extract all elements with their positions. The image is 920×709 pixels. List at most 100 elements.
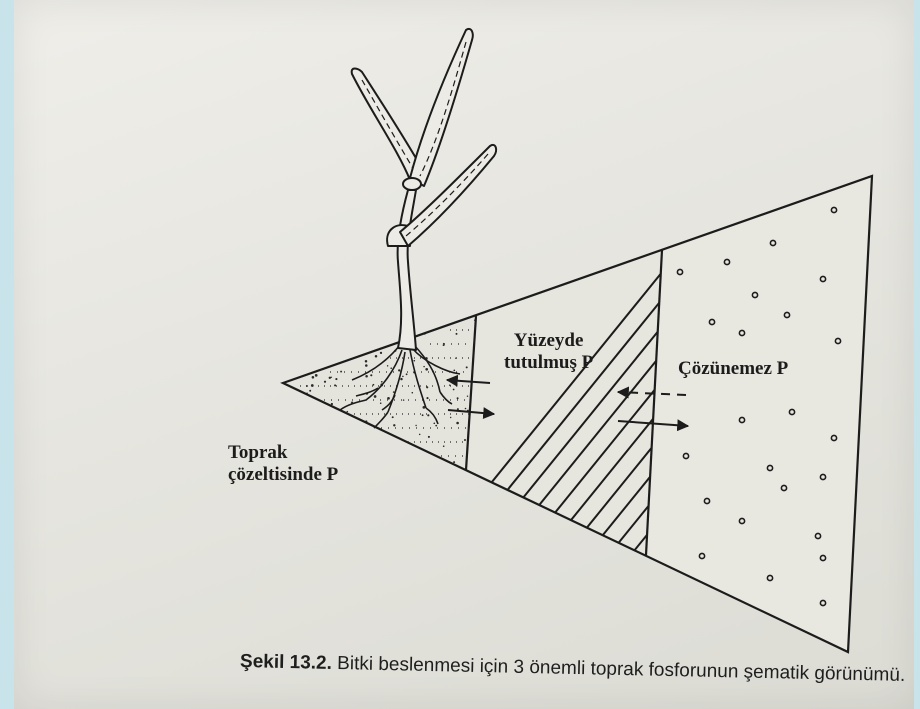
stipple-dot xyxy=(449,416,452,419)
insoluble-particle xyxy=(819,473,827,481)
stipple-dot xyxy=(373,449,376,452)
arrow-to-adsorbed xyxy=(447,407,496,420)
exchange-arrows xyxy=(445,374,690,432)
insoluble-p-label: Çözünemez P xyxy=(678,358,789,379)
stipple-dot xyxy=(393,424,396,427)
stipple-dot xyxy=(312,427,315,431)
stipple-dot xyxy=(442,344,445,347)
stipple-dot xyxy=(350,321,352,323)
stipple-dot xyxy=(427,435,430,438)
hatch-line xyxy=(466,250,662,555)
insoluble-particle xyxy=(780,484,788,492)
stipple-dot xyxy=(412,462,416,466)
insoluble-particle xyxy=(830,434,838,442)
insoluble-particle xyxy=(738,416,746,424)
stipple-dot xyxy=(373,395,377,398)
stipple-dot xyxy=(380,325,383,327)
stipple-dot xyxy=(298,373,301,376)
stipple-dot xyxy=(305,363,308,366)
stipple-dot xyxy=(375,335,379,339)
stipple-dot xyxy=(289,411,292,413)
stipple-dot xyxy=(402,375,404,378)
hatch-line xyxy=(466,250,662,555)
stipple-dot xyxy=(429,327,432,330)
stipple-dot xyxy=(379,402,382,404)
stipple-dot xyxy=(320,437,323,441)
stipple-dot xyxy=(421,414,424,417)
stipple-dot xyxy=(332,429,335,432)
stipple-dot xyxy=(422,406,426,409)
hatch-line xyxy=(466,250,662,555)
insoluble-particle xyxy=(783,311,791,319)
stipple-dot xyxy=(465,366,468,369)
insoluble-particle xyxy=(682,452,690,460)
insoluble-particle xyxy=(834,337,842,345)
insoluble-particle xyxy=(769,239,777,247)
insoluble-particle xyxy=(766,464,774,472)
stipple-dot xyxy=(290,371,293,374)
stipple-dot xyxy=(374,340,377,343)
insoluble-p-region xyxy=(646,176,872,652)
stipple-dot xyxy=(352,351,356,355)
stipple-dot xyxy=(386,365,389,367)
stipple-dot xyxy=(345,321,348,324)
insoluble-particle xyxy=(819,599,827,607)
stipple-dot xyxy=(392,391,395,393)
stipple-dot xyxy=(374,354,378,358)
stipple-dot xyxy=(332,419,335,421)
stipple-dot xyxy=(370,374,373,377)
plant-leaf-top xyxy=(409,28,474,187)
stipple-dot xyxy=(370,328,373,331)
stipple-dot xyxy=(456,397,459,400)
stipple-dot xyxy=(310,367,312,369)
stipple-dot xyxy=(334,353,338,356)
plant-roots xyxy=(339,344,461,429)
stipple-dot xyxy=(400,377,403,381)
insoluble-particle xyxy=(708,318,716,326)
stipple-dot xyxy=(311,376,315,379)
stipple-dot xyxy=(374,448,376,451)
stipple-dot xyxy=(304,327,307,330)
stipple-dot xyxy=(413,359,416,362)
stipple-dot xyxy=(433,422,436,425)
stipple-dot xyxy=(372,383,375,386)
stipple-dot xyxy=(355,328,358,332)
stipple-dot xyxy=(317,424,320,427)
stipple-dot xyxy=(340,370,343,373)
soil-solution-label-line2: çözeltisinde P xyxy=(228,464,339,485)
stipple-dot xyxy=(427,414,430,417)
soil-solution-p-label: Toprak çözeltisinde P xyxy=(228,442,338,486)
stipple-dot xyxy=(334,324,337,327)
stipple-dot xyxy=(293,366,296,369)
stipple-dot xyxy=(373,463,377,467)
arrow-to-soil xyxy=(445,374,491,387)
stipple-dot xyxy=(415,424,417,427)
hatch-line xyxy=(489,250,662,555)
stipple-dot xyxy=(328,376,331,379)
stipple-dot xyxy=(426,386,429,389)
stipple-dot xyxy=(333,430,335,432)
stipple-dot xyxy=(394,456,397,458)
arrow-dashed-to-adsorbed xyxy=(616,386,687,399)
stipple-dot xyxy=(314,342,316,344)
stipple-dot xyxy=(372,330,375,333)
insoluble-particle xyxy=(676,268,684,276)
stipple-dot xyxy=(304,341,307,344)
hatch-line xyxy=(466,250,662,555)
stipple-dot xyxy=(365,364,368,367)
adsorbed-p-region xyxy=(466,250,662,555)
insoluble-particle xyxy=(703,497,711,505)
plant-drawing xyxy=(339,28,498,429)
stipple-dot xyxy=(352,465,356,468)
adsorbed-p-label: Yüzeyde tutulmuş P xyxy=(504,330,593,374)
stipple-dot xyxy=(330,376,333,379)
stipple-dot xyxy=(428,457,431,460)
stipple-dot xyxy=(381,454,384,457)
stipple-dot xyxy=(346,353,349,356)
stipple-dot xyxy=(330,402,334,406)
stipple-dot xyxy=(456,421,459,425)
stipple-dot xyxy=(411,391,414,394)
stipple-dot xyxy=(453,369,456,372)
stipple-dot xyxy=(426,397,429,400)
